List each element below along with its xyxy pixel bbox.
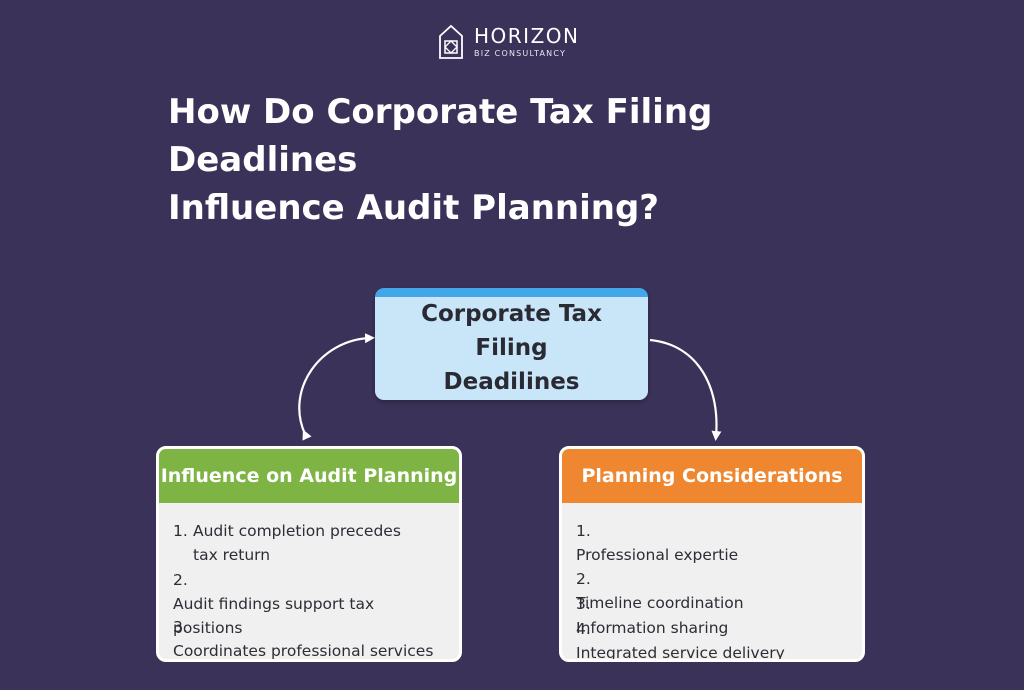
- page-title-line-1: How Do Corporate Tax Filing Deadlines: [168, 92, 713, 180]
- list-item-number: 1.: [576, 522, 591, 540]
- central-node-label-line-1: Corporate Tax Filing: [421, 301, 602, 361]
- list-item-text: Audit completion precedes tax return: [193, 522, 401, 564]
- list-item-number: 2.: [576, 570, 591, 588]
- list-item: 3. Coordinates professional services: [173, 615, 453, 660]
- list-item-text: Information sharing: [576, 619, 729, 637]
- bidirectional-arrow-left: [298, 333, 375, 441]
- card-influence-on-audit-planning: Influence on Audit Planning 1. Audit comp…: [156, 446, 462, 662]
- list-item-text: Audit findings support tax positions: [173, 595, 375, 637]
- list-item: 2. Timeline coordination: [576, 567, 856, 615]
- brand-tagline: BIZ CONSULTANCY: [474, 49, 567, 58]
- list-item-number: 3.: [173, 618, 188, 636]
- brand-logo: HORIZON BIZ CONSULTANCY: [438, 24, 579, 60]
- list-item-text: Timeline coordination: [576, 594, 744, 612]
- list-item-text: Integrated service delivery: [576, 644, 785, 662]
- list-item: 2. Audit findings support tax positions: [173, 568, 453, 640]
- list-item: 1. Audit completion precedes tax return: [173, 519, 453, 567]
- arrow-right: [649, 338, 722, 441]
- central-node-tax-filing-deadlines: Corporate Tax Filing Deadilines: [375, 288, 648, 400]
- list-item-text: Professional expertie: [576, 546, 739, 564]
- brand-name: HORIZON: [474, 24, 580, 48]
- list-item: 3. Information sharing: [576, 592, 856, 640]
- card-header: Influence on Audit Planning: [159, 449, 459, 503]
- card-header: Planning Considerations: [562, 449, 862, 503]
- central-node-label: Corporate Tax Filing Deadilines: [387, 297, 637, 399]
- list-item-number: 1.: [173, 522, 188, 540]
- page-title-line-2: Influence Audit Planning?: [168, 188, 660, 228]
- list-item-number: 2.: [173, 571, 188, 589]
- central-node-label-line-2: Deadilines: [443, 369, 580, 395]
- house-logo-icon: [439, 24, 463, 59]
- list-item-number: 3.: [576, 595, 591, 613]
- list-item: 1. Professional expertie: [576, 519, 856, 567]
- card-list: 1. Professional expertie 2. Timeline coord…: [562, 503, 862, 659]
- list-item-number: 4.: [576, 620, 591, 638]
- card-planning-considerations: Planning Considerations 1. Professional e…: [559, 446, 865, 662]
- page-title: How Do Corporate Tax Filing Deadlines In…: [168, 88, 868, 232]
- list-item: 4. Integrated service delivery: [576, 617, 856, 662]
- card-list: 1. Audit completion precedes tax return 2…: [159, 503, 459, 659]
- list-item-text: Coordinates professional services: [173, 642, 434, 660]
